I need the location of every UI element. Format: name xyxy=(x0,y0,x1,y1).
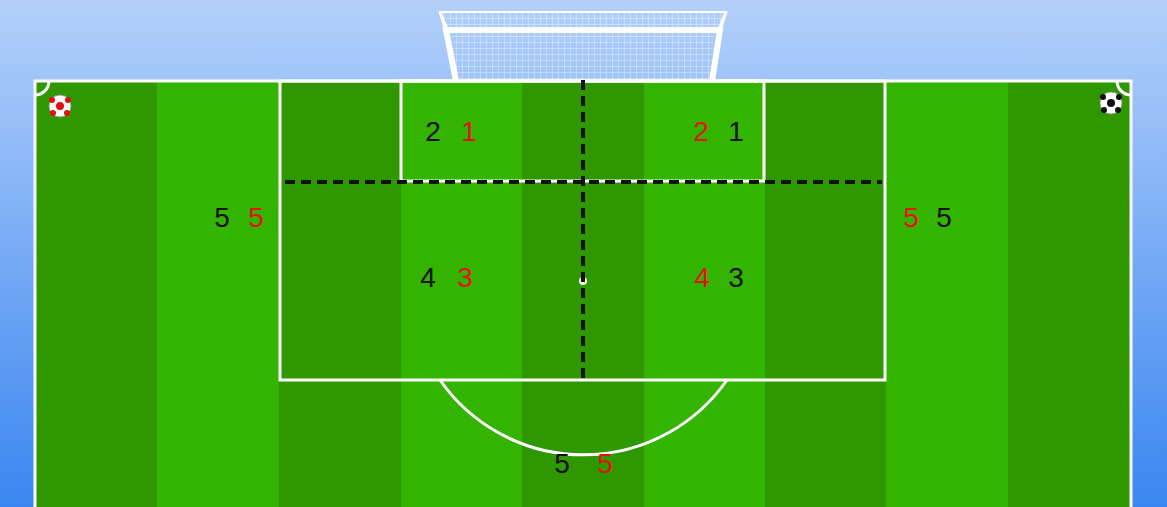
pitch-markings xyxy=(35,81,1131,507)
player-number: 3 xyxy=(457,264,473,292)
player-number: 5 xyxy=(597,450,613,478)
red-ball xyxy=(49,95,71,117)
player-number: 1 xyxy=(728,118,744,146)
goal xyxy=(440,12,726,81)
zone-dividers xyxy=(285,80,882,382)
player-number: 4 xyxy=(420,264,436,292)
black-ball xyxy=(1100,92,1122,114)
grass-stripes xyxy=(35,81,1131,507)
player-number: 4 xyxy=(694,264,710,292)
player-number: 3 xyxy=(728,264,744,292)
player-number: 5 xyxy=(214,204,230,232)
player-number: 2 xyxy=(425,118,441,146)
player-number: 5 xyxy=(903,204,919,232)
player-number: 5 xyxy=(554,450,570,478)
player-number: 1 xyxy=(461,118,477,146)
player-number: 2 xyxy=(693,118,709,146)
player-number: 5 xyxy=(248,204,264,232)
player-number: 5 xyxy=(936,204,952,232)
